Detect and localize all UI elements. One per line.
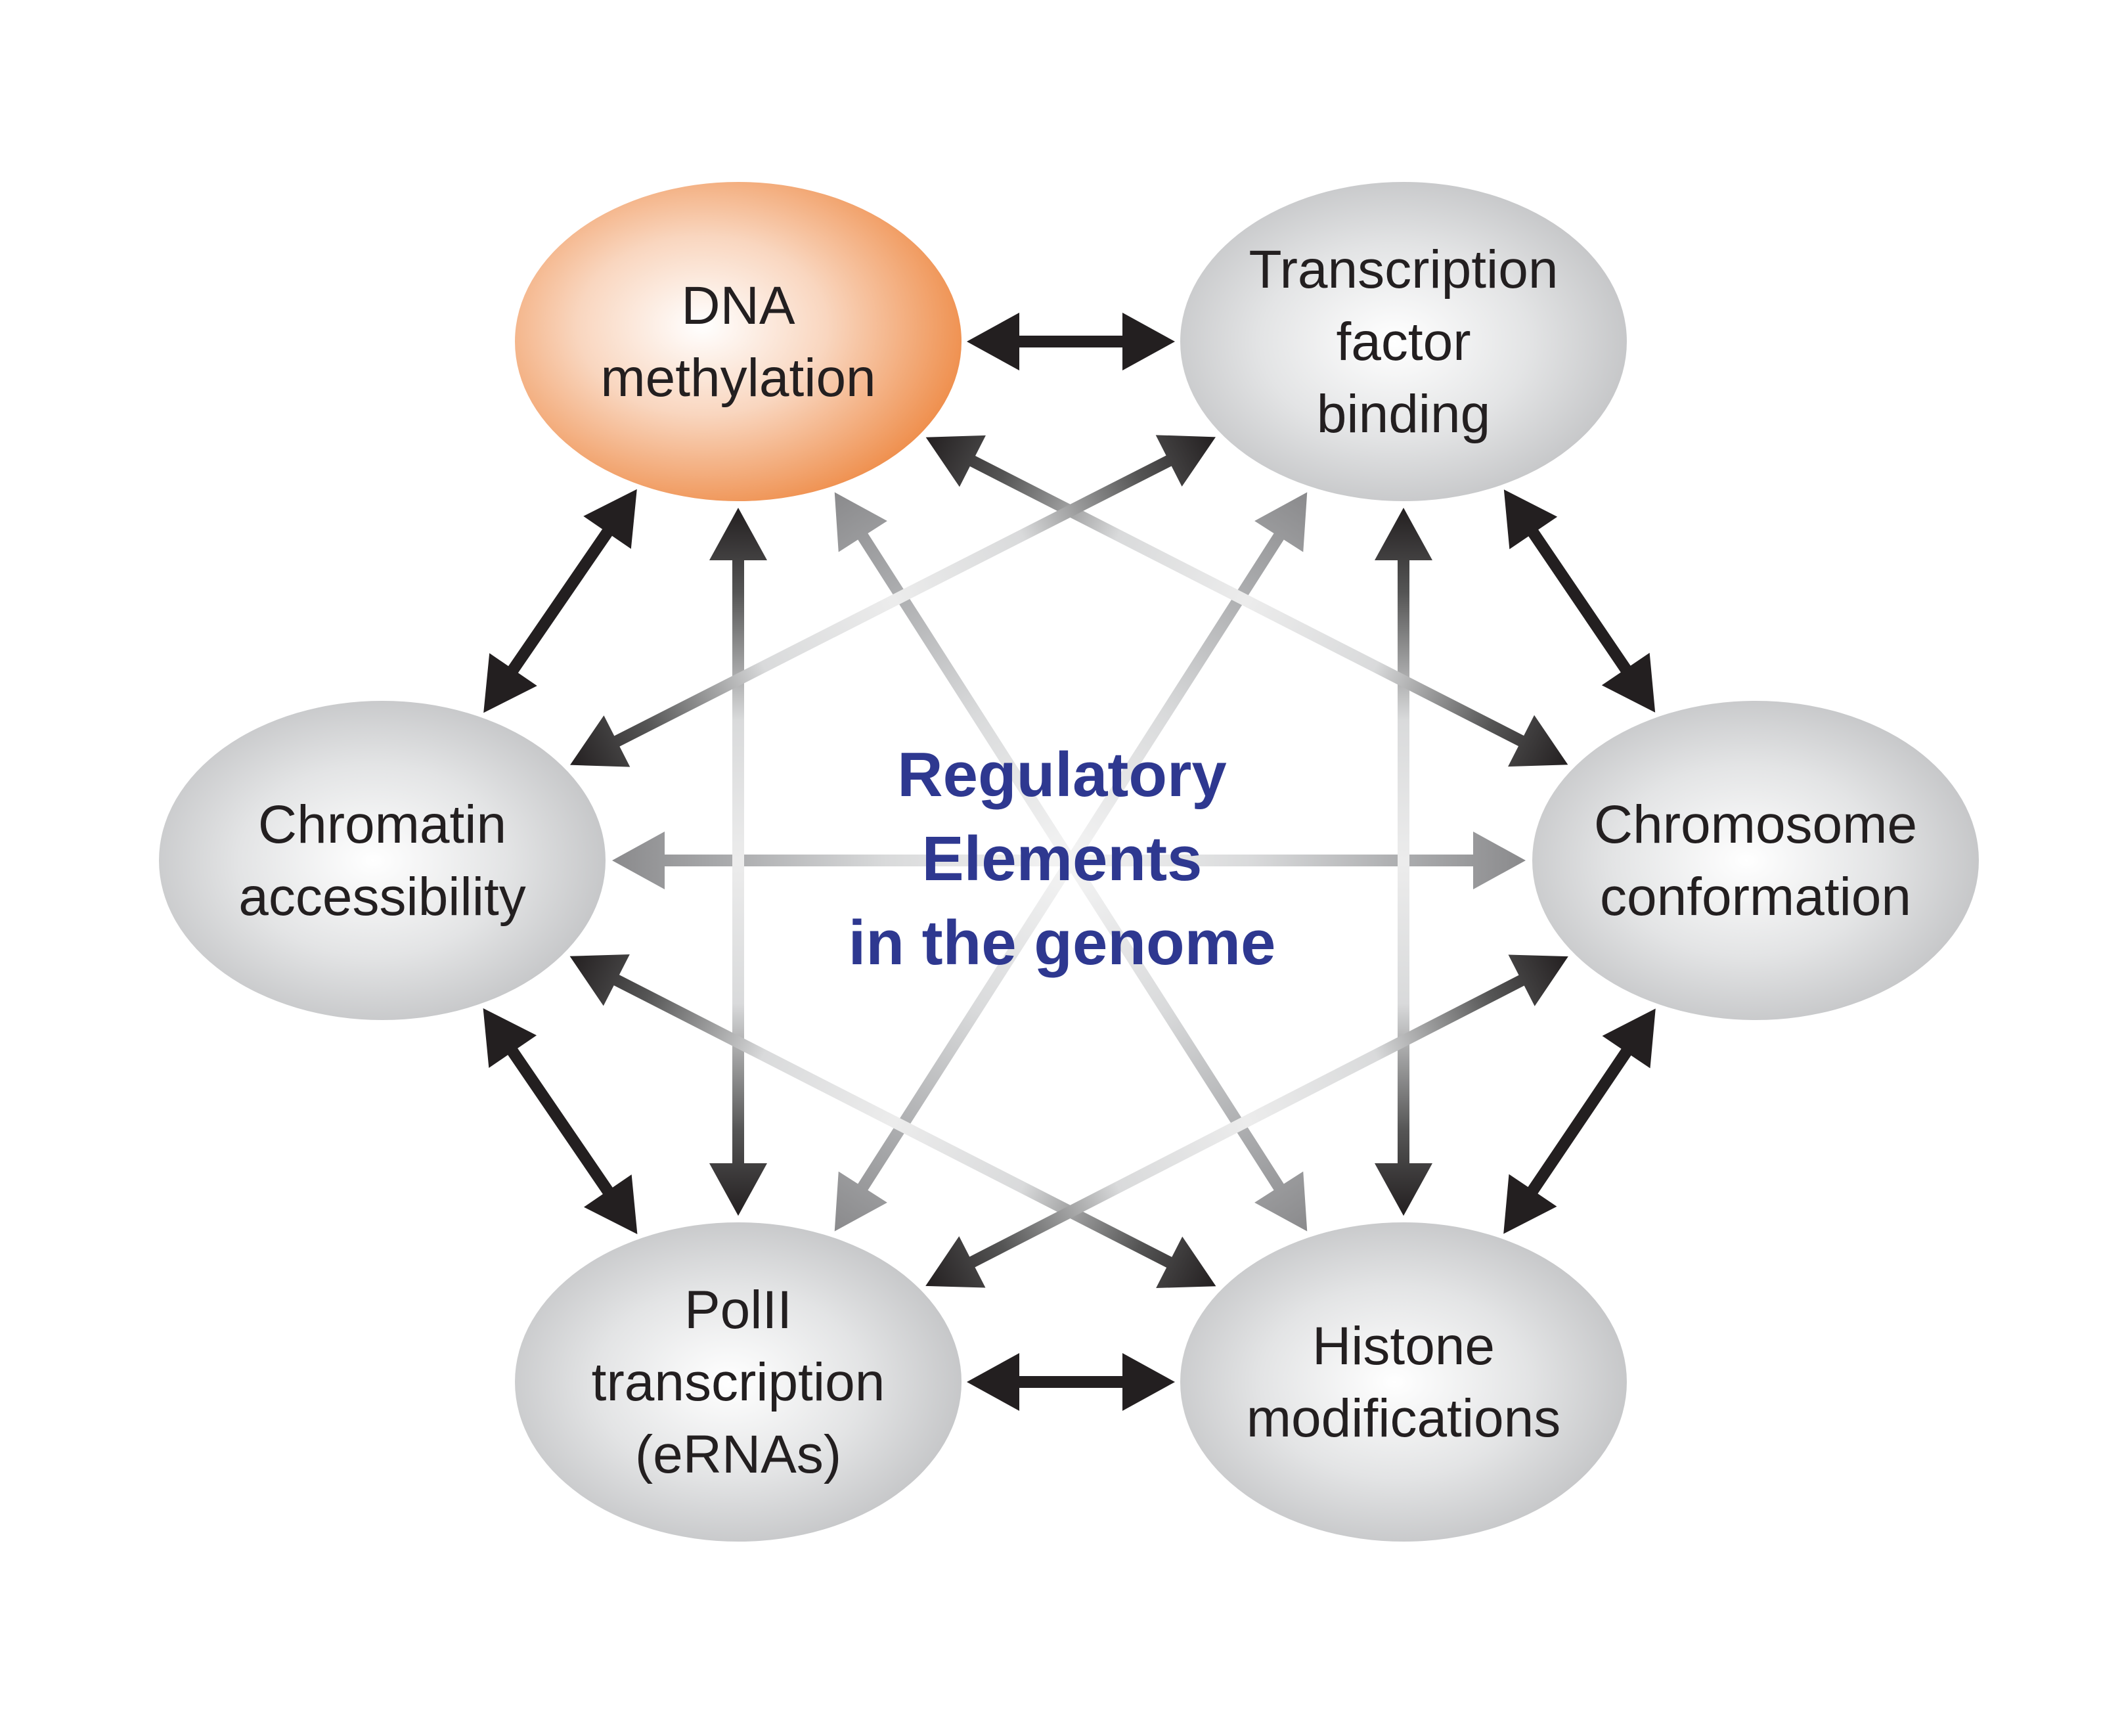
double-arrow-shape [1503,1008,1656,1234]
node-label-line: DNA [681,276,795,336]
double-arrow-shape [569,954,1216,1288]
arrow-chromatin-histone [569,954,1216,1288]
node-label-line: accessibility [238,867,525,927]
node-polii: PolII transcription (eRNAs) [515,1222,962,1542]
arrow-tf-chromatin [570,435,1216,767]
arrow-dna-polii [709,508,767,1216]
arrow-tf-chromosome [1503,489,1656,713]
node-ellipse [159,701,606,1020]
center-title-line-2: Elements [922,824,1203,894]
faded-edges-layer [612,492,1526,1232]
node-label-line: Chromatin [258,795,506,855]
double-arrow-shape [1375,508,1432,1216]
center-title-line-1: Regulatory [897,740,1226,810]
node-label-line: binding [1317,384,1490,444]
node-label-line: Transcription [1249,240,1559,300]
node-label-line: conformation [1600,867,1911,927]
node-ellipse [1180,1222,1627,1542]
double-arrow-shape [967,313,1175,370]
cross-edges-layer [569,435,1568,1288]
double-arrow-shape [483,1008,638,1234]
double-arrow-shape [834,492,1308,1232]
node-label-line: factor [1336,312,1471,372]
node-label-line: Histone [1312,1316,1495,1376]
node-dna: DNA methylation [515,182,962,501]
node-label-line: modifications [1247,1389,1561,1448]
node-histone: Histone modifications [1180,1222,1627,1542]
node-label-line: (eRNAs) [635,1425,841,1484]
nodes-layer: DNA methylation Transcription factor binding… [159,182,1979,1542]
center-title: Regulatory Elements in the genome [849,740,1276,978]
double-arrow-shape [925,954,1568,1288]
node-ellipse [515,182,962,501]
arrow-dna-chromosome [925,435,1568,767]
double-arrow-shape [925,435,1568,767]
node-ellipse [1180,182,1627,501]
arrow-dna-tf [967,313,1175,370]
node-label-line: transcription [592,1352,885,1412]
arrow-chromatin-dna [483,489,637,713]
node-label-line: methylation [600,348,875,408]
node-chromatin: Chromatin accessibility [159,701,606,1020]
arrow-chromosome-histone [1503,1008,1656,1234]
arrow-polii-chromatin [483,1008,638,1234]
double-arrow-shape [483,489,637,713]
arrow-tf-histone [1375,508,1432,1216]
node-tf: Transcription factor binding [1180,182,1627,501]
arrow-histone-polii [967,1353,1175,1411]
node-label-line: PolII [684,1280,792,1340]
node-chromosome: Chromosome conformation [1532,701,1979,1020]
double-arrow-shape [1503,489,1656,713]
center-title-line-3: in the genome [849,908,1276,978]
node-label-line: Chromosome [1594,795,1917,855]
node-ellipse [1532,701,1979,1020]
double-arrow-shape [570,435,1216,767]
node-ellipse [515,1222,962,1542]
arrow-tf-polii [834,492,1308,1232]
double-arrow-shape [967,1353,1175,1411]
direct-edges-layer [483,313,1656,1411]
double-arrow-shape [709,508,767,1216]
arrow-polii-chromosome [925,954,1568,1288]
